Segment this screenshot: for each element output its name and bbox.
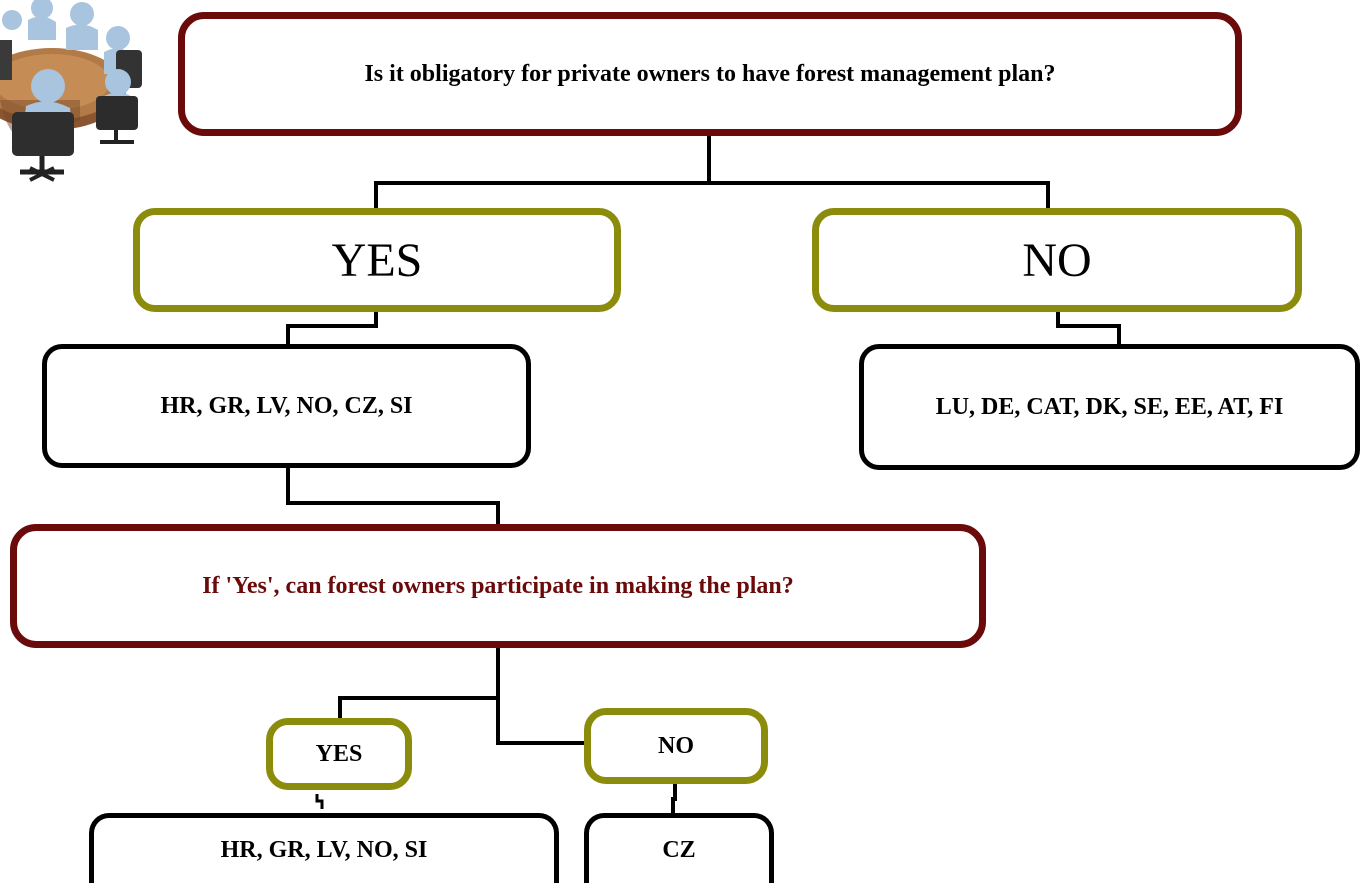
- meeting-table-illustration: [0, 0, 142, 182]
- connector-yes1-list: [286, 312, 378, 344]
- answer-no-box-2: NO: [584, 708, 768, 784]
- countries-no-box-2: CZ: [584, 813, 774, 883]
- answer-yes-1-text: YES: [331, 233, 423, 287]
- connector-yes2-list: [315, 794, 324, 809]
- countries-yes-box-1: HR, GR, LV, NO, CZ, SI: [42, 344, 531, 468]
- connector-q2-no2: [496, 698, 584, 745]
- answer-yes-2-text: YES: [315, 740, 363, 767]
- connector-no2-list: [671, 784, 677, 813]
- question-2-text: If 'Yes', can forest owners participate …: [202, 572, 794, 599]
- countries-yes-1-text: HR, GR, LV, NO, CZ, SI: [160, 392, 413, 419]
- answer-no-1-text: NO: [1022, 233, 1092, 287]
- answer-no-2-text: NO: [658, 732, 694, 759]
- question-box-1: Is it obligatory for private owners to h…: [178, 12, 1242, 136]
- countries-yes-2-text: HR, GR, LV, NO, SI: [220, 837, 428, 863]
- answer-yes-box-2: YES: [266, 718, 412, 790]
- countries-no-box-1: LU, DE, CAT, DK, SE, EE, AT, FI: [859, 344, 1360, 470]
- connector-list-q2: [286, 468, 500, 524]
- connector-q1-branches: [374, 181, 1050, 208]
- connector-no1-list: [1056, 312, 1121, 344]
- answer-yes-box-1: YES: [133, 208, 621, 312]
- question-1-text: Is it obligatory for private owners to h…: [364, 60, 1056, 87]
- connector-q2-yes2: [338, 648, 500, 718]
- countries-yes-box-2: HR, GR, LV, NO, SI: [89, 813, 559, 883]
- countries-no-2-text: CZ: [662, 837, 696, 863]
- countries-no-1-text: LU, DE, CAT, DK, SE, EE, AT, FI: [935, 393, 1284, 420]
- answer-no-box-1: NO: [812, 208, 1302, 312]
- question-box-2: If 'Yes', can forest owners participate …: [10, 524, 986, 648]
